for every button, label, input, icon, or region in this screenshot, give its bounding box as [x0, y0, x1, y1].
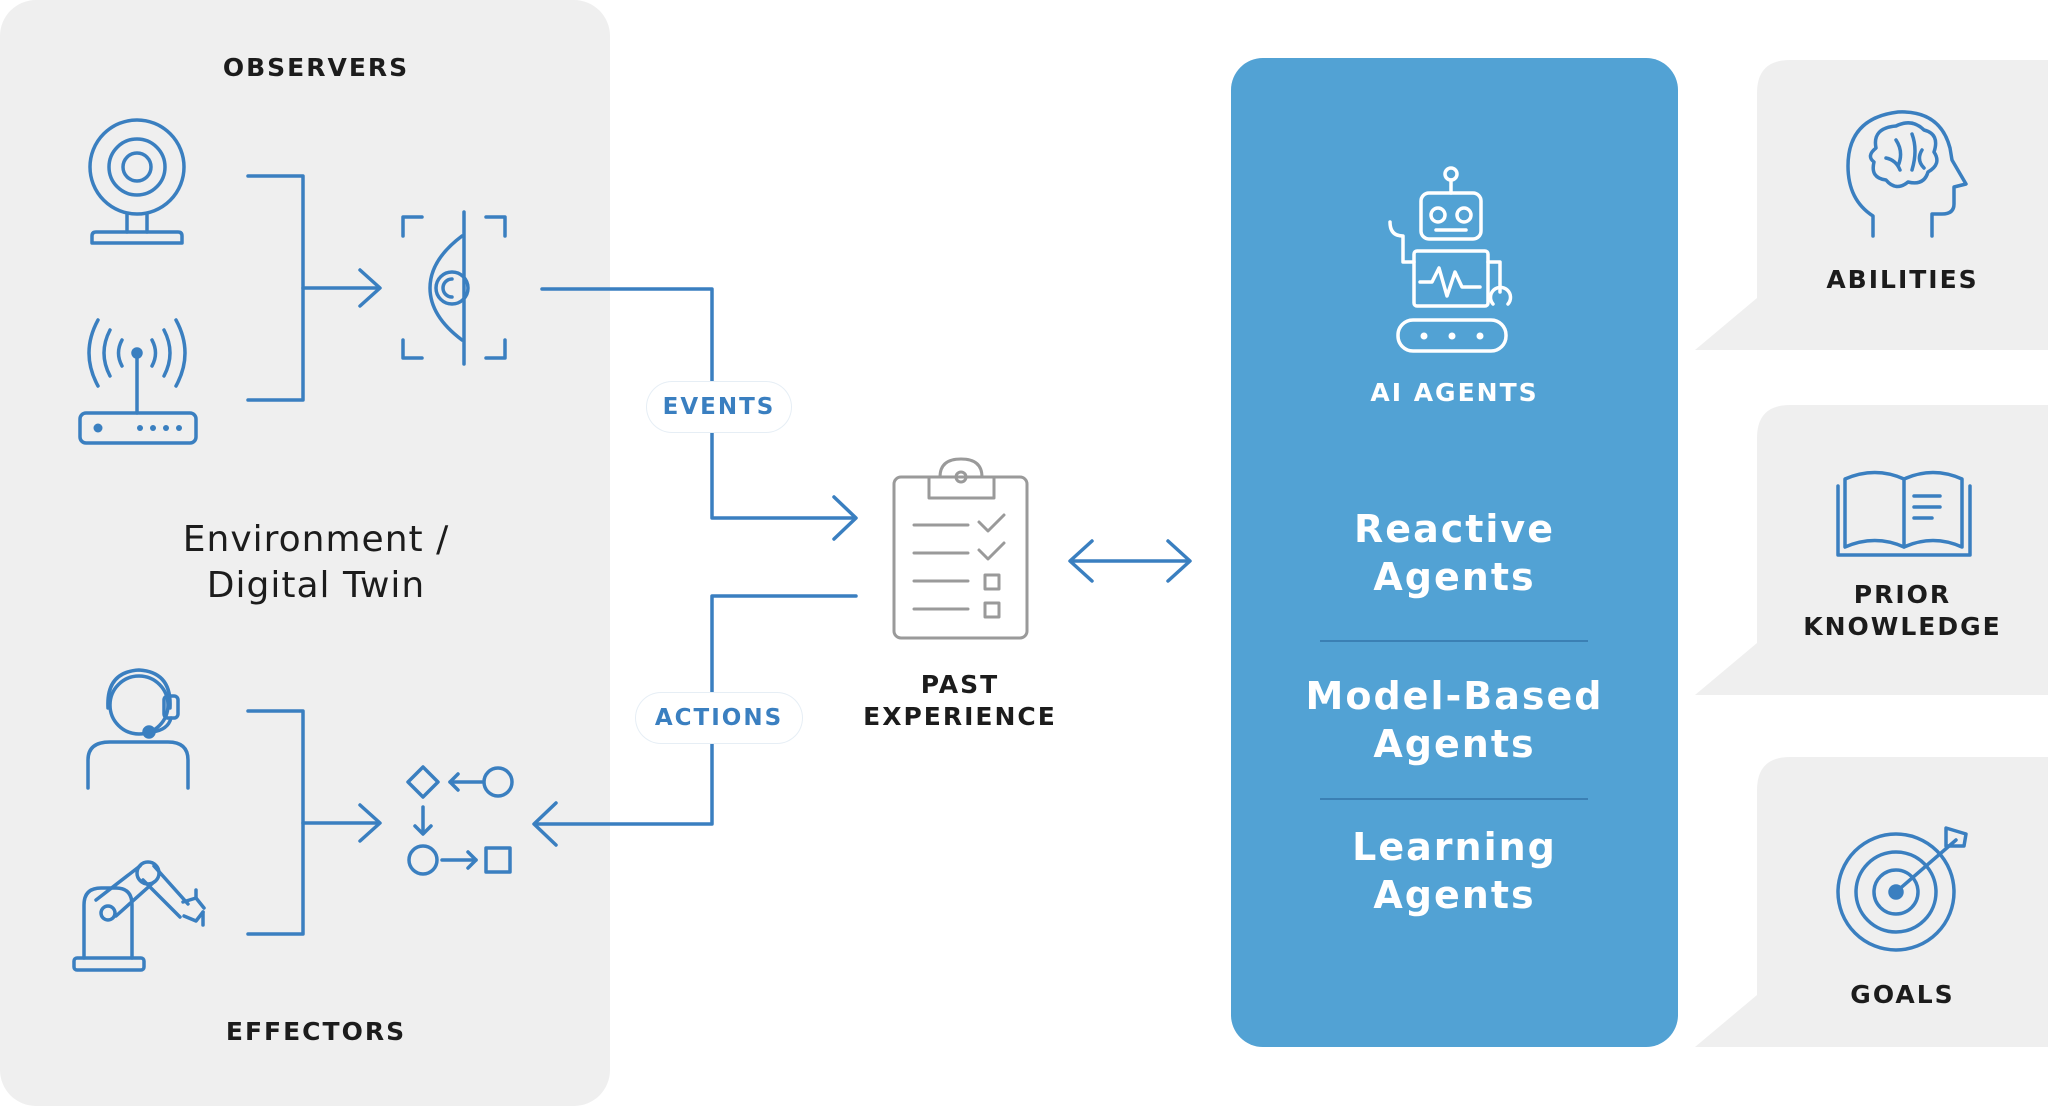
model-based-agents-line1: Model-Based	[1305, 674, 1604, 718]
past-experience-label-line2: EXPERIENCE	[863, 702, 1057, 731]
observer-bracket	[246, 174, 382, 402]
reactive-agents-line1: Reactive	[1354, 507, 1555, 551]
clipboard-checklist-icon	[892, 457, 1029, 640]
effector-bracket	[246, 709, 382, 936]
ai-agents-panel	[1231, 58, 1678, 1047]
abilities-bubble	[1695, 60, 2048, 350]
learning-agents-line1: Learning	[1352, 825, 1557, 869]
reactive-agents-line2: Agents	[1373, 555, 1536, 599]
brain-head-icon	[1846, 110, 1968, 238]
bidirectional-arrow	[1068, 539, 1192, 583]
prior-knowledge-label-line2: KNOWLEDGE	[1803, 612, 2002, 641]
past-experience-label-line1: PAST	[920, 670, 1000, 699]
wifi-router-icon	[78, 318, 198, 445]
environment-panel	[0, 0, 610, 1106]
open-book-icon	[1836, 470, 1972, 557]
robot-icon	[1388, 166, 1513, 353]
ai-agents-header: AI AGENTS	[1370, 378, 1539, 407]
workflow-icon	[406, 765, 514, 876]
effectors-label: EFFECTORS	[225, 1017, 407, 1046]
robot-arm-icon	[72, 860, 206, 972]
environment-title-line1: Environment /	[182, 519, 450, 560]
goals-bubble	[1695, 757, 2048, 1047]
model-based-agents-line2: Agents	[1373, 722, 1536, 766]
goals-label: GOALS	[1850, 980, 1955, 1009]
abilities-label: ABILITIES	[1826, 265, 1979, 294]
target-icon	[1836, 826, 1968, 952]
events-pill: EVENTS	[647, 382, 791, 432]
actions-pill: ACTIONS	[636, 693, 802, 743]
scan-eye-icon	[401, 210, 507, 366]
webcam-icon	[88, 118, 186, 245]
headset-person-icon	[86, 668, 190, 790]
learning-agents-line2: Agents	[1373, 873, 1536, 917]
prior-knowledge-label-line1: PRIOR	[1853, 580, 1952, 609]
observers-label: OBSERVERS	[222, 53, 410, 82]
environment-title-line2: Digital Twin	[206, 565, 426, 606]
agent-separator	[1320, 798, 1588, 800]
agent-separator	[1320, 640, 1588, 642]
